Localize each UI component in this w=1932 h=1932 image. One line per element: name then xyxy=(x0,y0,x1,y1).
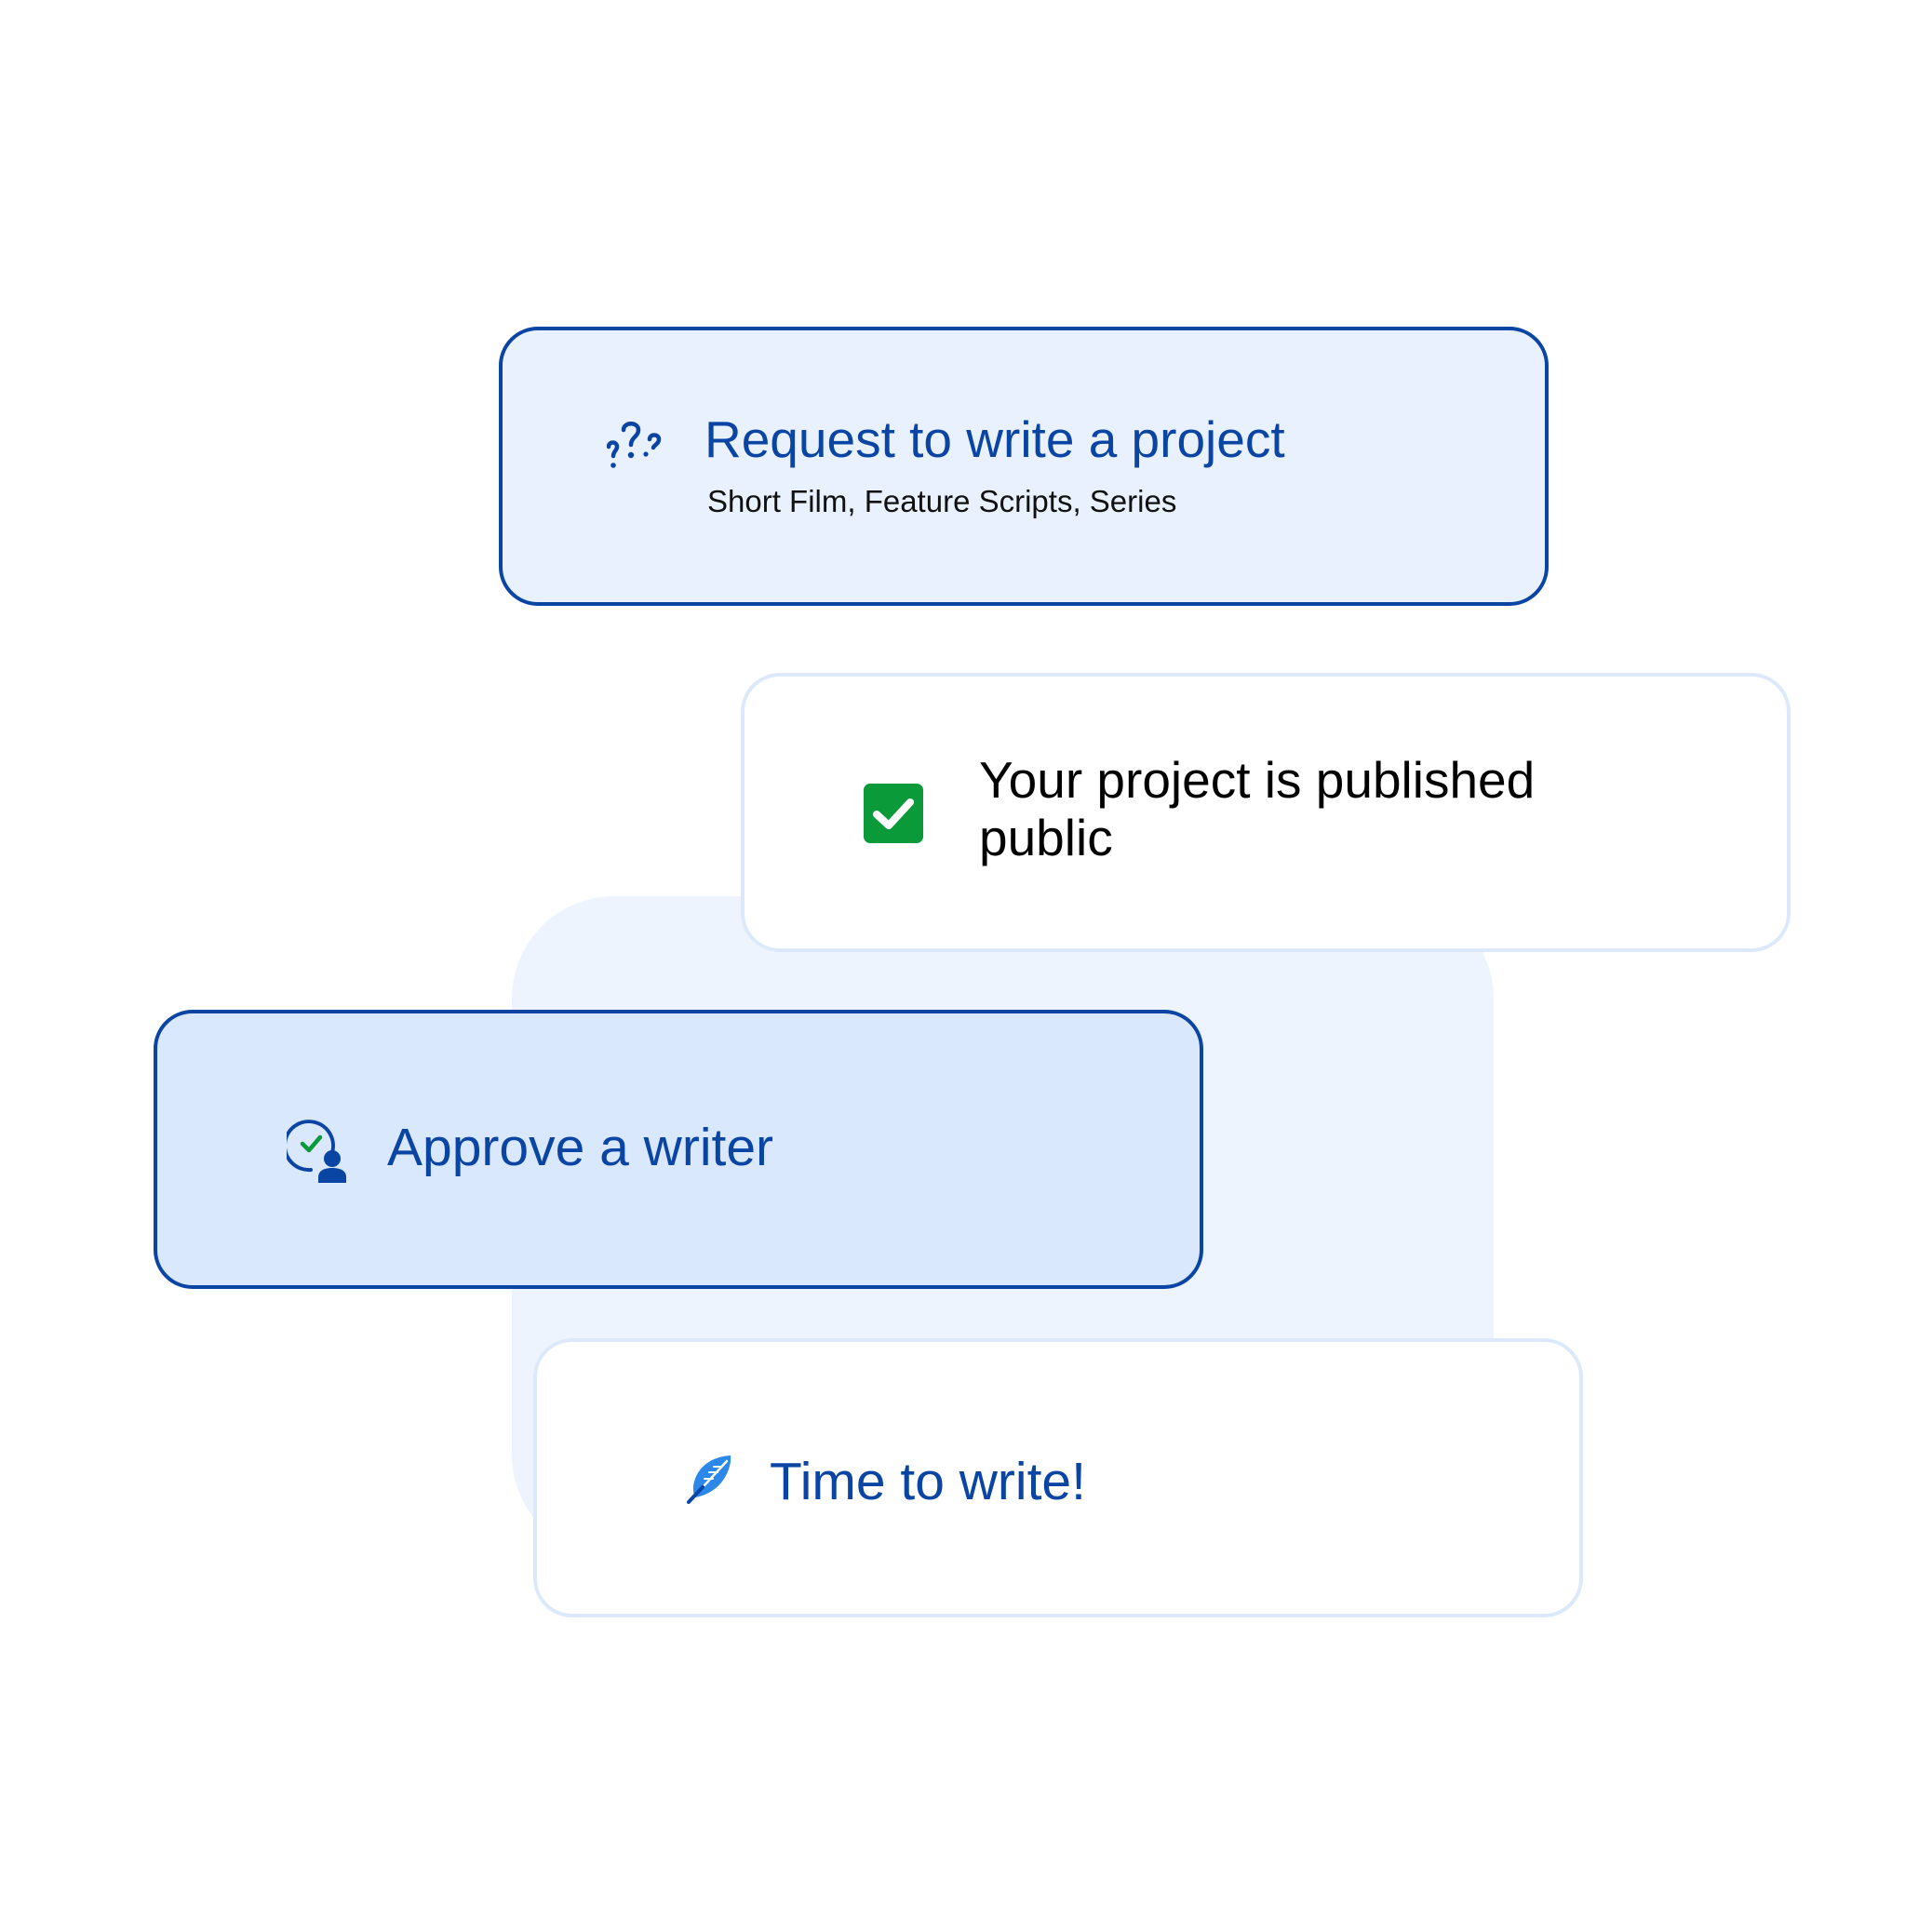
step-card-request[interactable]: Request to write a project Short Film, F… xyxy=(499,327,1549,606)
user-check-icon xyxy=(287,1120,346,1183)
step-title: Approve a writer xyxy=(387,1118,774,1177)
step-card-published[interactable]: Your project is published public xyxy=(741,673,1791,952)
question-marks-icon xyxy=(607,422,662,468)
step-title: Time to write! xyxy=(770,1452,1086,1511)
step-card-approve[interactable]: Approve a writer xyxy=(154,1010,1203,1289)
step-subtitle: Short Film, Feature Scripts, Series xyxy=(707,484,1177,518)
checkbox-checked-icon xyxy=(864,784,923,843)
step-title: Request to write a project xyxy=(704,410,1285,468)
feather-quill-icon xyxy=(687,1456,731,1504)
step-card-write[interactable]: Time to write! xyxy=(533,1338,1583,1617)
step-title: Your project is published public xyxy=(979,751,1536,866)
